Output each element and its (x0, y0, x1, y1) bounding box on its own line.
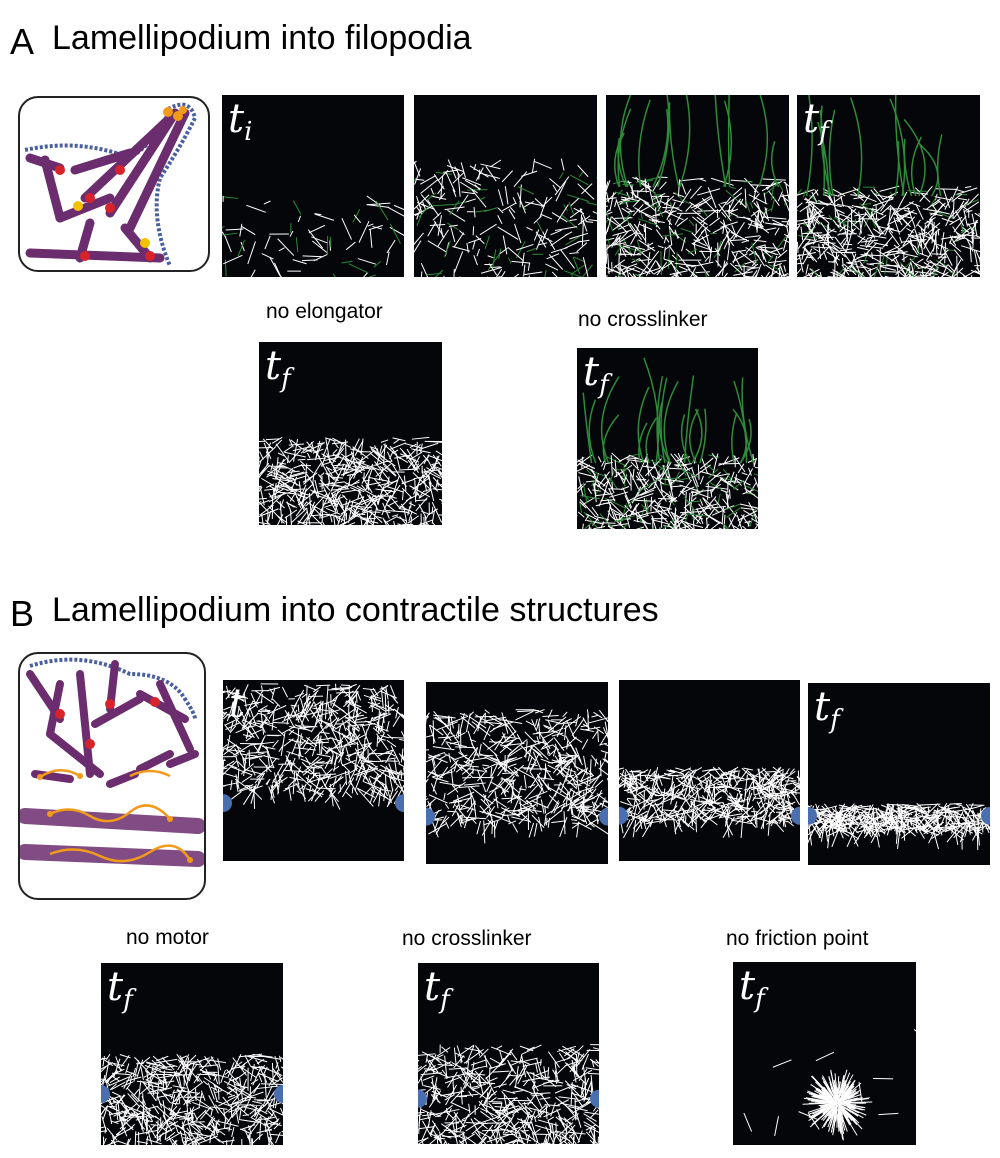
panel-a-control-label-1: no elongator (266, 300, 383, 323)
filament-network (418, 1044, 599, 1144)
panel-b-letter: B (10, 593, 35, 634)
panel-a-letter: A (10, 21, 35, 62)
time-sub: f (599, 370, 609, 400)
time-main: t (803, 96, 820, 142)
time-main: t (424, 964, 441, 1010)
panel-b-frame-3 (619, 680, 800, 861)
panel-a-frame-1: ti (222, 95, 404, 277)
time-label: tf (803, 95, 829, 156)
time-main: t (265, 343, 282, 389)
filament-network (743, 1029, 916, 1141)
time-label: tf (107, 963, 133, 1024)
filament-network (808, 802, 990, 850)
time-label: tf (739, 962, 765, 1023)
panel-b-frame-4: tf (808, 683, 990, 865)
panel-b-control-label-3: no friction point (726, 927, 869, 950)
time-sub: f (440, 985, 450, 1015)
time-main: t (583, 349, 600, 395)
time-sub: f (281, 364, 291, 394)
time-main: t (228, 96, 245, 142)
time-label: t (229, 680, 245, 741)
panel-b-control-label-1: no motor (126, 926, 209, 949)
contractile-schematic-drawing (20, 657, 204, 867)
time-main: t (107, 964, 124, 1010)
panel-b-control-frame-3: tf (733, 962, 916, 1145)
filament-network (606, 95, 789, 277)
filament-network (101, 1053, 283, 1145)
panel-b-frame-1: t (223, 680, 404, 861)
time-main: t (739, 963, 756, 1009)
time-sub: i (244, 117, 253, 147)
panel-b-control-frame-2: tf (418, 963, 599, 1144)
panel-a-control-frame-1: tf (259, 342, 442, 525)
time-label: tf (424, 963, 450, 1024)
panel-b-control-frame-1: tf (101, 963, 283, 1145)
time-label: tf (583, 348, 609, 409)
filament-network (414, 158, 597, 277)
panel-a-frame-2 (414, 95, 597, 277)
filament-network (426, 709, 608, 844)
panel-a-frame-4: tf (797, 95, 980, 277)
panel-b-schematic (18, 652, 206, 900)
panel-a-control-frame-2: tf (577, 348, 758, 529)
panel-a-frame-3 (606, 95, 789, 277)
filament-network (577, 357, 758, 529)
panel-a-title: Lamellipodium into filopodia (52, 19, 472, 57)
panel-a-schematic (18, 96, 210, 272)
filament-network (222, 195, 404, 277)
time-label: ti (228, 95, 252, 156)
filament-network (619, 766, 800, 839)
filament-network (797, 95, 980, 277)
time-sub: f (755, 984, 765, 1014)
filament-network (259, 436, 442, 525)
time-sub: f (830, 705, 840, 735)
time-main: t (229, 681, 246, 727)
time-label: tf (814, 683, 840, 744)
filopodia-schematic-drawing (24, 102, 198, 267)
panel-a-control-label-2: no crosslinker (578, 308, 708, 331)
panel-b-control-label-2: no crosslinker (402, 927, 532, 950)
time-main: t (814, 684, 831, 730)
time-sub: f (123, 985, 133, 1015)
time-label: tf (265, 342, 291, 403)
panel-b-title: Lamellipodium into contractile structure… (52, 591, 659, 629)
panel-b-frame-2 (426, 682, 608, 864)
time-sub: f (819, 117, 829, 147)
filament-network (223, 683, 404, 813)
